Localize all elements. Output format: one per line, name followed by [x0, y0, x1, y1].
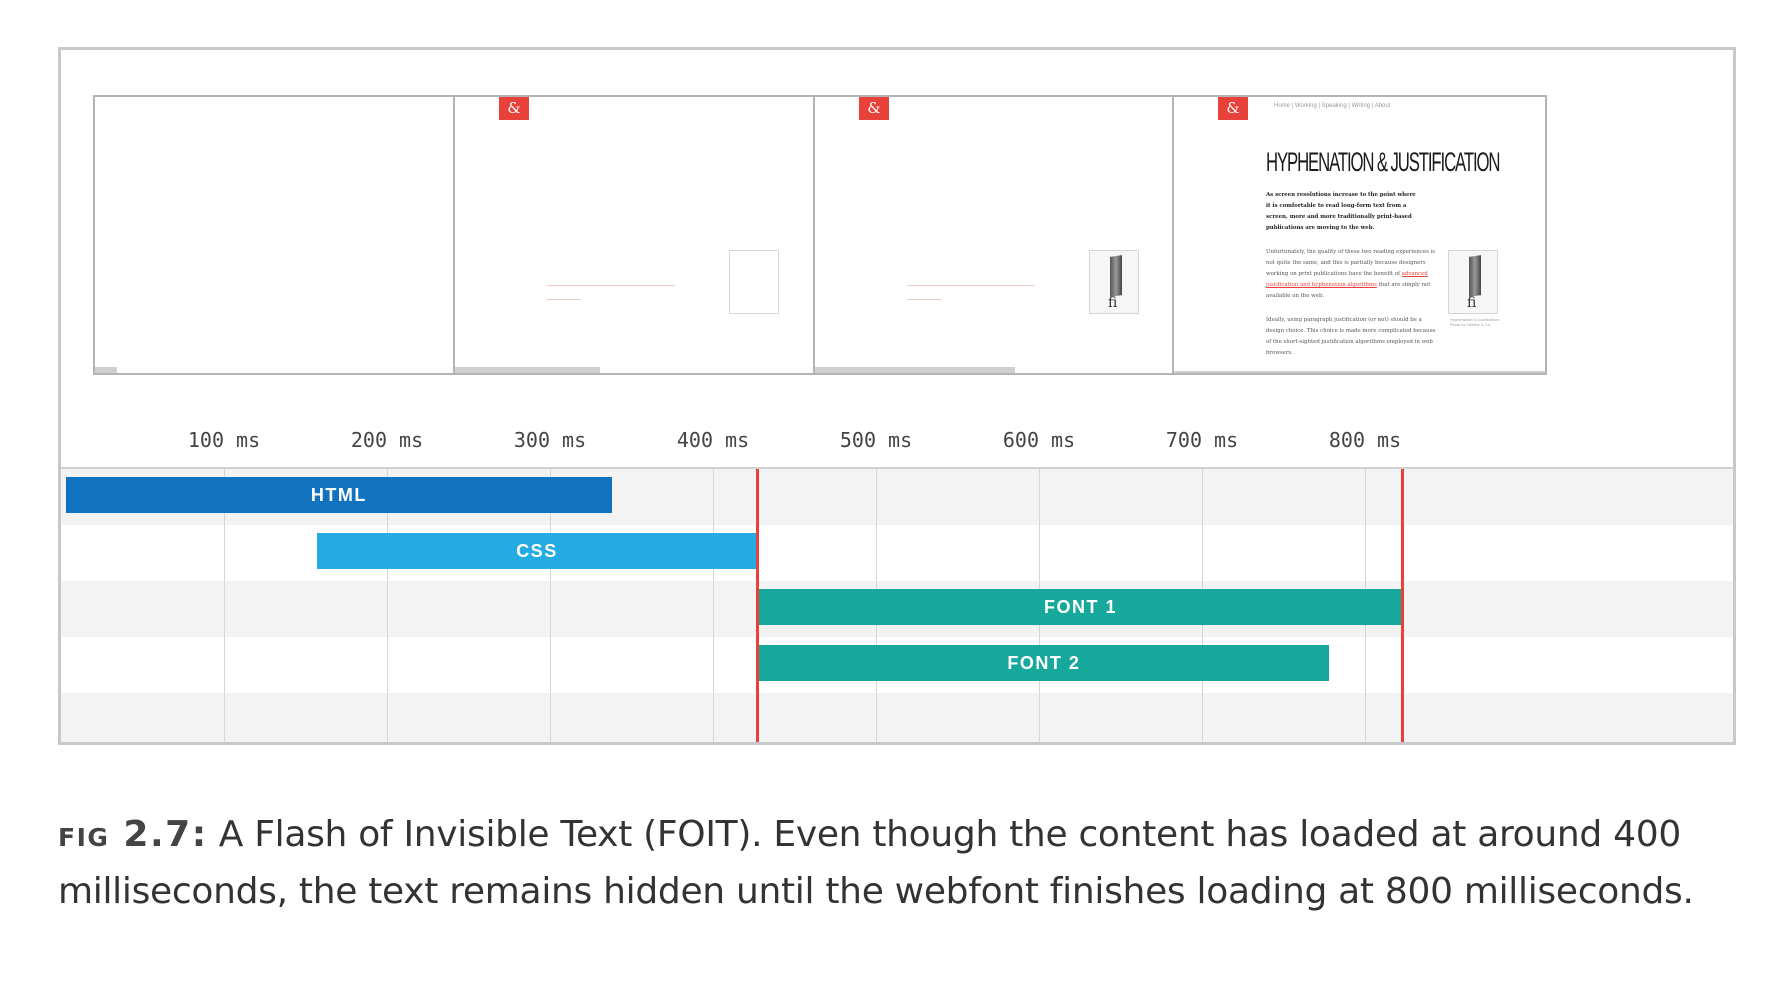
tick-label-100: 100 ms: [187, 428, 261, 452]
book-image: fi: [1448, 250, 1498, 314]
placeholder-text-line: [907, 285, 1035, 286]
timeline-row: [61, 525, 1733, 581]
article-paragraph: Ideally, using paragraph justification (…: [1266, 317, 1436, 356]
image-caption: Hyphenation & Justification. Photo by Ho…: [1450, 318, 1501, 327]
frame-progress-bar: [815, 367, 1016, 373]
frame-progress-bar: [455, 367, 600, 373]
placeholder-text-line: [547, 285, 675, 286]
milestone-marker-1: [756, 469, 759, 742]
book-image: fi: [1089, 250, 1139, 314]
figure-caption: fig 2.7: A Flash of Invisible Text (FOIT…: [58, 806, 1738, 920]
filmstrip-frame-4: & Home | Working | Speaking | Writing | …: [1172, 95, 1547, 375]
site-logo: &: [859, 97, 889, 120]
article-paragraph: Unfortunately, the quality of these two …: [1266, 249, 1436, 299]
bar-html: HTML: [65, 477, 612, 513]
article-link: advanced justification and hyphenation a…: [1266, 271, 1428, 288]
article-lead-paragraph: As screen resolutions increase to the po…: [1266, 192, 1416, 231]
placeholder-text-line: [547, 299, 581, 300]
bar-css: CSS: [316, 533, 757, 569]
article-title: HYPHENATION & JUSTIFICATION: [1266, 147, 1501, 177]
caption-text: A Flash of Invisible Text (FOIT). Even t…: [58, 814, 1694, 912]
gridline-400: [713, 469, 714, 742]
placeholder-text-line: [907, 299, 941, 300]
site-nav: Home | Working | Speaking | Writing | Ab…: [1274, 103, 1391, 109]
tick-label-700: 700 ms: [1165, 428, 1239, 452]
foit-figure: & & fi & Home | Working | Speaking | Wri…: [58, 47, 1736, 745]
tick-label-600: 600 ms: [1002, 428, 1076, 452]
tick-label-300: 300 ms: [513, 428, 587, 452]
site-logo: &: [499, 97, 529, 120]
tick-label-800: 800 ms: [1328, 428, 1402, 452]
milestone-marker-2: [1401, 469, 1405, 742]
tick-label-200: 200 ms: [350, 428, 424, 452]
image-placeholder: [729, 250, 779, 314]
gridline-300: [550, 469, 551, 742]
tick-label-400: 400 ms: [676, 428, 750, 452]
frame-progress-bar: [95, 367, 118, 373]
timeline-row: [61, 693, 1733, 742]
filmstrip-frame-1: [93, 95, 468, 375]
frame-progress-bar: [1174, 371, 1545, 373]
bar-font-1: FONT 1: [758, 589, 1403, 625]
bar-font-2: FONT 2: [758, 645, 1330, 681]
site-logo: &: [1218, 97, 1248, 120]
tick-label-500: 500 ms: [839, 428, 913, 452]
gridline-200: [387, 469, 388, 742]
gridline-100: [224, 469, 225, 742]
filmstrip-frame-3: & fi: [813, 95, 1188, 375]
filmstrip-frame-2: &: [453, 95, 828, 375]
figure-label: fig 2.7:: [58, 814, 208, 855]
